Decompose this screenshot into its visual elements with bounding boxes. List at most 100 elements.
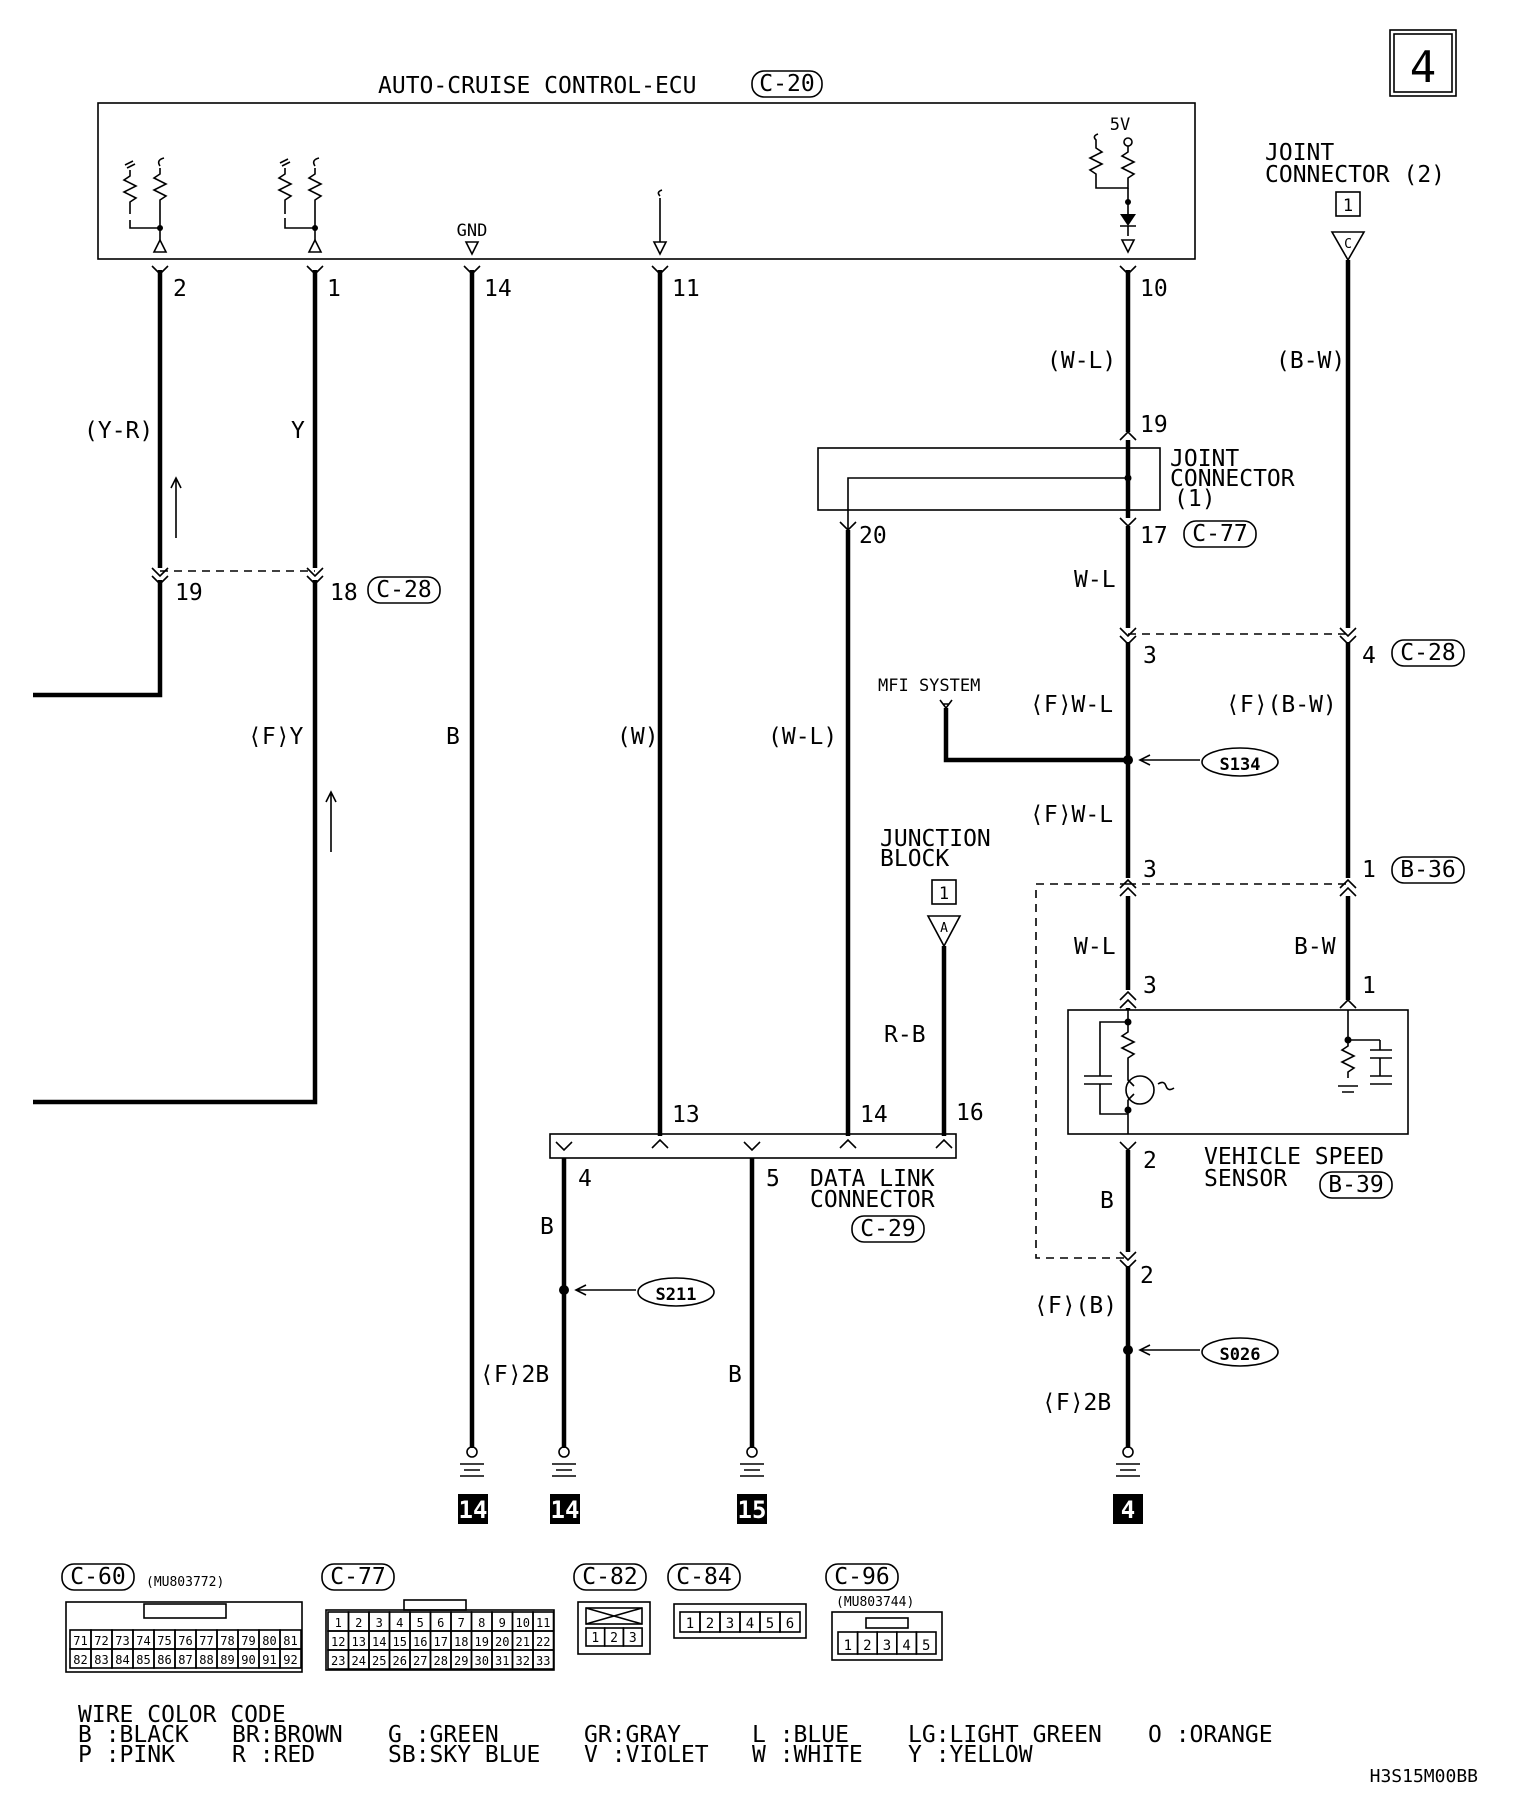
svg-text:BR:BROWN: BR:BROWN: [232, 1722, 343, 1748]
connector-pin-label: 79: [241, 1634, 255, 1648]
c28-pin-3: 3: [1143, 643, 1157, 669]
connector-pin-label: 3: [726, 1616, 734, 1632]
connector-pin-cell: [279, 1648, 302, 1669]
wire-label-f-2b-2: ⟨F⟩2B: [480, 1362, 549, 1388]
junction-block-line2: BLOCK: [880, 846, 949, 872]
connector-pin-label: 6: [437, 1616, 444, 1630]
connector-pin-label: 71: [73, 1634, 87, 1648]
connector-pin-label: 1: [335, 1616, 342, 1630]
svg-text:14: 14: [484, 276, 512, 302]
wire-label-w-l-par: (W-L): [1047, 348, 1116, 374]
vss-pin-3: 3: [1143, 973, 1157, 999]
connector-pin-label: 11: [536, 1616, 550, 1630]
junction-block-line1: JUNCTION: [880, 826, 991, 852]
connector-pin-label: 88: [199, 1653, 213, 1667]
connector-pin-label: 21: [516, 1635, 530, 1649]
joint-connector-1-pin-20: 20: [859, 523, 887, 549]
joint-connector-1-line3: (1): [1174, 486, 1216, 512]
splice-s134-badge: [1201, 747, 1279, 777]
joint-connector-2-letter: C: [1344, 237, 1352, 252]
connector-pin-label: 12: [331, 1635, 345, 1649]
joint-connector-2-box: 1: [1343, 196, 1353, 216]
wire-label-w-l-2: W-L: [1074, 934, 1116, 960]
connector-pin-label: 76: [178, 1634, 192, 1648]
wire-color-code: WIRE COLOR CODE B :BLACK BR:BROWN G :GRE…: [78, 1702, 1273, 1768]
svg-text:S211: S211: [656, 1285, 697, 1305]
connector-pin-label: 85: [136, 1653, 150, 1667]
connector-pin-cell: [532, 1649, 555, 1670]
connector-pin-label: 19: [475, 1635, 489, 1649]
wire-label-f-w-l-2: ⟨F⟩W-L: [1030, 802, 1113, 828]
connector-pin-label: 5: [417, 1616, 424, 1630]
wire-w-l-main: [1119, 270, 1137, 1010]
connector-pin-label: 74: [136, 1634, 150, 1648]
wire-label-y-r: (Y-R): [84, 418, 153, 444]
connector-pin-label: 32: [516, 1654, 530, 1668]
connector-pin-label: 25: [372, 1654, 386, 1668]
connector-pin-label: 78: [220, 1634, 234, 1648]
wire-label-b-w-par: (B-W): [1276, 348, 1345, 374]
svg-text:GR:GRAY: GR:GRAY: [584, 1722, 681, 1748]
connector-pin-label: 28: [434, 1654, 448, 1668]
splice-s026-badge: [1201, 1337, 1279, 1367]
c28-connector-label-2: C-28: [1400, 640, 1455, 666]
connector-pin-label: 5: [766, 1616, 774, 1632]
joint-connector-1-line2: CONNECTOR: [1170, 466, 1295, 492]
svg-text:S134: S134: [1220, 755, 1261, 775]
svg-text:P :PINK: P :PINK: [78, 1742, 175, 1768]
connector-pin-label: 33: [536, 1654, 550, 1668]
ecu-output-11: [652, 189, 668, 256]
mfi-label: MFI SYSTEM: [878, 676, 980, 696]
connector-pin-label: 2: [355, 1616, 362, 1630]
connector-pin-label: 10: [516, 1616, 530, 1630]
dlc-box: [549, 1133, 957, 1159]
connector-pin-label: 23: [331, 1654, 345, 1668]
connector-pin-label: 90: [241, 1653, 255, 1667]
vss-box: [1067, 1009, 1409, 1135]
svg-text:C-60: C-60: [70, 1564, 125, 1590]
splice-s211-dot: [559, 1285, 569, 1295]
connector-pin-label: 2: [706, 1616, 714, 1632]
wire-label-b-3: B: [540, 1214, 554, 1240]
connector-pin-label: 1: [686, 1616, 694, 1632]
svg-text:S026: S026: [1220, 1345, 1261, 1365]
b36-pin-3: 3: [1143, 857, 1157, 883]
shield-dash: [1035, 883, 1128, 1259]
connector-pin-label: 27: [413, 1654, 427, 1668]
svg-text:(MU803744): (MU803744): [836, 1595, 914, 1610]
c28-pin-4: 4: [1362, 643, 1376, 669]
wire-y-r: [33, 270, 182, 698]
junction-block-box: 1: [939, 884, 949, 904]
dlc-pin-13: 13: [672, 1102, 700, 1128]
b36-connector-label: B-36: [1400, 857, 1455, 883]
gnd-terminal-icon: [464, 241, 480, 256]
connector-pin-label: 22: [536, 1635, 550, 1649]
ecu-input-circuit-2: [122, 157, 168, 253]
joint-connector-2-triangle: [1330, 231, 1366, 262]
vss-connector-label: B-39: [1328, 1172, 1383, 1198]
connector-pin-label: 91: [262, 1653, 276, 1667]
c28-connector-label: C-28: [376, 577, 431, 603]
joint-connector-1-box: [817, 447, 1161, 511]
connector-pin-label: 16: [413, 1635, 427, 1649]
wire-label-y: Y: [291, 418, 305, 444]
svg-text:C-84: C-84: [676, 1564, 731, 1590]
svg-text:V :VIOLET: V :VIOLET: [584, 1742, 709, 1768]
wire-label-r-b: R-B: [884, 1022, 926, 1048]
svg-text:R :RED: R :RED: [232, 1742, 315, 1768]
wire-b-w: [1339, 260, 1357, 1009]
ecu-title: AUTO-CRUISE CONTROL-ECU: [378, 73, 697, 99]
connector-pin-label: 8: [478, 1616, 485, 1630]
connector-pin-label: 92: [283, 1653, 297, 1667]
dlc-pin-16: 16: [956, 1100, 984, 1126]
svg-text:LG:LIGHT GREEN: LG:LIGHT GREEN: [908, 1722, 1102, 1748]
connector-pin-label: 89: [220, 1653, 234, 1667]
ground-number-badges: 14 14 15 4: [458, 1494, 1143, 1524]
connector-pin-label: 81: [283, 1634, 297, 1648]
svg-text:11: 11: [672, 276, 700, 302]
connector-pin-label: 7: [458, 1616, 465, 1630]
